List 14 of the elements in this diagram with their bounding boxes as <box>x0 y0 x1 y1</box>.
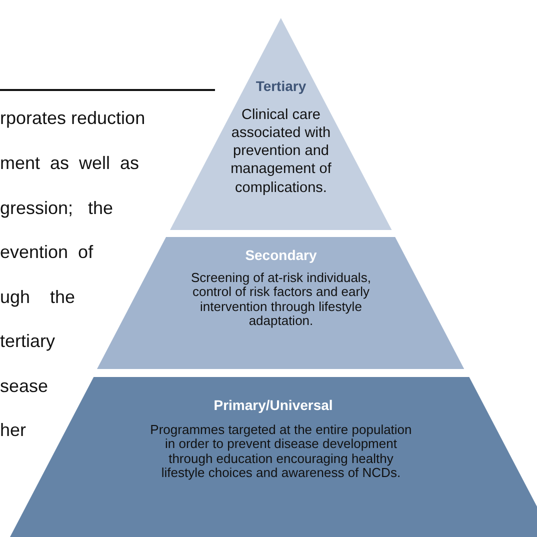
paragraph-line: gression; the <box>0 198 114 219</box>
tier-heading: Secondary <box>244 247 318 263</box>
paragraph-line: ment as well as <box>0 153 140 174</box>
tier-description: Screening of at-risk individuals, control of risk factors and early intervention through lifestyle adaptation. <box>190 271 372 328</box>
paragraph-line: sease <box>0 376 48 397</box>
paragraph-line: tertiary <box>0 331 56 352</box>
paragraph-line: ugh the <box>0 287 76 308</box>
tier-heading: Primary/Universal <box>212 397 334 413</box>
tier-description: Programmes targeted at the entire population in order to prevent disease development through education encouraging healthy lifestyle choices and awareness of NCDs. <box>149 423 413 480</box>
paragraph-line: evention of <box>0 242 94 263</box>
paragraph-line: her <box>0 420 26 441</box>
tier-description: Clinical care associated with prevention and management of complications. <box>230 106 332 197</box>
paragraph-line: rporates reduction <box>0 108 146 129</box>
tier-heading: Tertiary <box>254 78 308 94</box>
